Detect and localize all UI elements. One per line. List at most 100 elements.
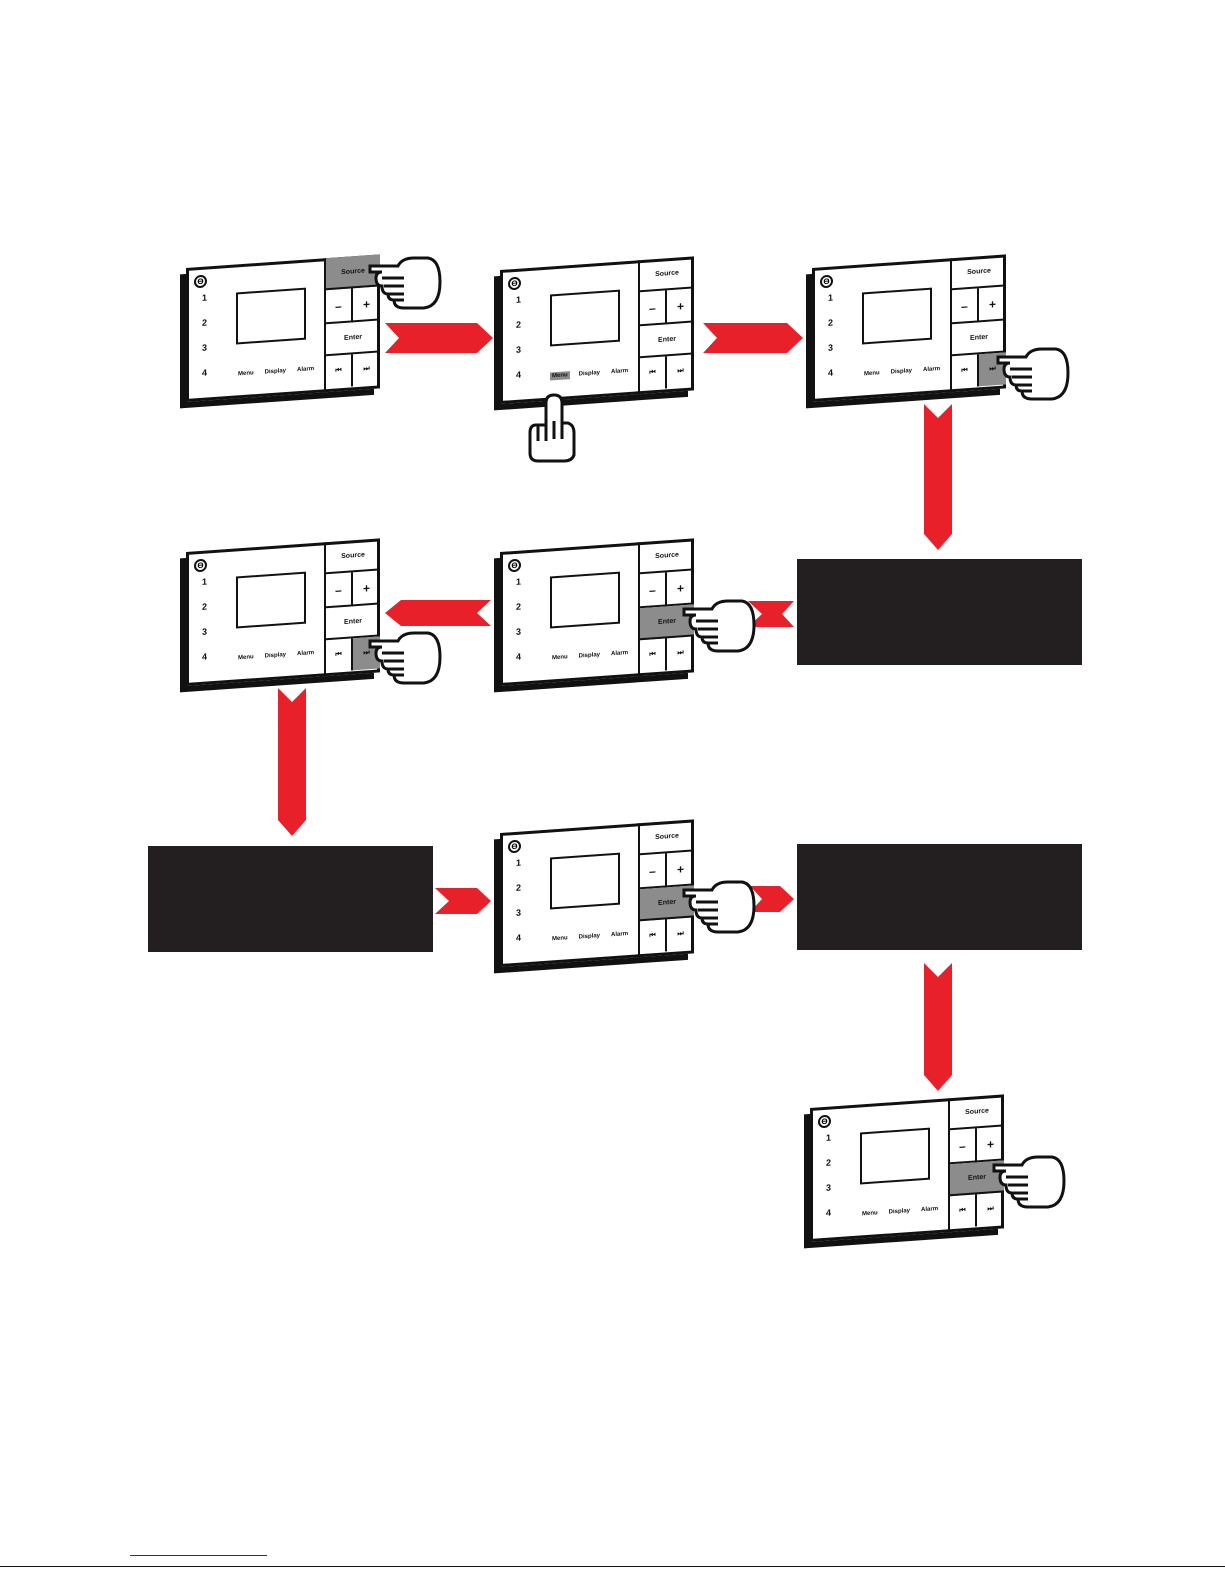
arrow-left-2 — [385, 600, 491, 626]
display-screen — [862, 287, 932, 345]
enter-button[interactable]: Enter — [326, 320, 380, 357]
previous-track-button[interactable]: ⏮ — [640, 638, 667, 673]
alarm-button[interactable]: Alarm — [297, 366, 315, 374]
minus-button[interactable]: – — [950, 1128, 977, 1165]
instruction-box-3 — [797, 844, 1082, 950]
preset-2[interactable]: 2 — [516, 319, 522, 330]
previous-track-button[interactable]: ⏮ — [326, 354, 353, 389]
radio-panel-step-1: ϴ 1 2 3 4 Menu Display Alarm Source – + … — [186, 254, 380, 402]
minus-button[interactable]: – — [326, 288, 353, 325]
preset-4[interactable]: 4 — [516, 369, 522, 380]
preset-2[interactable]: 2 — [828, 317, 834, 328]
menu-button[interactable]: Menu — [238, 654, 254, 662]
alarm-button[interactable]: Alarm — [921, 1206, 939, 1214]
menu-button[interactable]: Menu — [552, 654, 568, 662]
arrow-right-1 — [385, 323, 493, 353]
preset-3[interactable]: 3 — [516, 626, 522, 637]
preset-list: 1 2 3 4 — [516, 576, 530, 677]
menu-button[interactable]: Menu — [238, 370, 254, 378]
radio-panel-step-7: ϴ 1 2 3 4 Menu Display Alarm Source – + … — [810, 1094, 1004, 1242]
preset-4[interactable]: 4 — [516, 651, 522, 662]
alarm-button[interactable]: Alarm — [611, 650, 629, 658]
preset-3[interactable]: 3 — [202, 626, 208, 637]
preset-3[interactable]: 3 — [516, 907, 522, 918]
preset-1[interactable]: 1 — [828, 292, 834, 303]
display-screen — [236, 287, 306, 345]
radio-panel-step-3: ϴ 1 2 3 4 Menu Display Alarm Source – + … — [812, 254, 1006, 402]
arrow-down-1 — [924, 404, 952, 550]
arrow-right-4 — [750, 886, 794, 912]
enter-button[interactable]: Enter — [640, 322, 694, 359]
preset-list: 1 2 3 4 — [516, 857, 530, 958]
display-screen — [236, 571, 306, 629]
arrow-down-3 — [924, 963, 952, 1091]
minus-button[interactable]: – — [952, 288, 979, 325]
control-column: Source – + Enter ⏮ ⏭ — [638, 256, 694, 395]
source-button[interactable]: Source — [640, 819, 694, 856]
alarm-button[interactable]: Alarm — [297, 650, 315, 658]
preset-4[interactable]: 4 — [516, 932, 522, 943]
preset-3[interactable]: 3 — [826, 1182, 832, 1193]
previous-track-button[interactable]: ⏮ — [952, 354, 979, 389]
pointing-hand-icon — [368, 631, 442, 685]
preset-4[interactable]: 4 — [202, 367, 208, 378]
preset-2[interactable]: 2 — [202, 601, 208, 612]
preset-4[interactable]: 4 — [828, 367, 834, 378]
footer-link-underline — [130, 1555, 267, 1556]
preset-4[interactable]: 4 — [202, 651, 208, 662]
alarm-button[interactable]: Alarm — [611, 368, 629, 376]
preset-1[interactable]: 1 — [826, 1132, 832, 1143]
preset-list: 1 2 3 4 — [828, 292, 842, 393]
previous-track-button[interactable]: ⏮ — [640, 919, 667, 954]
previous-track-button[interactable]: ⏮ — [640, 356, 667, 391]
arrow-right-2 — [703, 323, 803, 353]
preset-3[interactable]: 3 — [828, 342, 834, 353]
preset-4[interactable]: 4 — [826, 1207, 832, 1218]
preset-3[interactable]: 3 — [516, 344, 522, 355]
source-button[interactable]: Source — [640, 256, 694, 293]
pointing-hand-icon — [368, 256, 442, 310]
plus-button[interactable]: + — [353, 570, 380, 607]
menu-button[interactable]: Menu — [862, 1210, 878, 1218]
preset-list: 1 2 3 4 — [516, 294, 530, 395]
preset-1[interactable]: 1 — [516, 576, 522, 587]
preset-1[interactable]: 1 — [202, 292, 208, 303]
minus-button[interactable]: – — [640, 572, 667, 609]
next-track-button[interactable]: ⏭ — [677, 367, 684, 375]
menu-button[interactable]: Menu — [864, 370, 880, 378]
preset-2[interactable]: 2 — [516, 601, 522, 612]
preset-list: 1 2 3 4 — [826, 1132, 840, 1233]
next-track-button[interactable]: ⏭ — [363, 365, 370, 373]
plus-button[interactable]: + — [667, 288, 694, 325]
pointing-hand-icon — [996, 347, 1070, 401]
preset-2[interactable]: 2 — [826, 1157, 832, 1168]
preset-1[interactable]: 1 — [516, 294, 522, 305]
display-screen — [550, 289, 620, 347]
alarm-button[interactable]: Alarm — [611, 931, 629, 939]
alarm-button[interactable]: Alarm — [923, 366, 941, 374]
previous-track-button[interactable]: ⏮ — [950, 1194, 977, 1229]
source-button[interactable]: Source — [326, 538, 380, 575]
preset-1[interactable]: 1 — [202, 576, 208, 587]
arrow-down-2 — [278, 688, 306, 836]
display-screen — [550, 852, 620, 910]
preset-3[interactable]: 3 — [202, 342, 208, 353]
source-button[interactable]: Source — [950, 1094, 1004, 1131]
plus-button[interactable]: + — [979, 286, 1006, 323]
menu-button[interactable]: Menu — [552, 935, 568, 943]
instruction-box-2 — [148, 846, 433, 952]
preset-1[interactable]: 1 — [516, 857, 522, 868]
previous-track-button[interactable]: ⏮ — [326, 638, 353, 673]
minus-button[interactable]: – — [640, 290, 667, 327]
source-button[interactable]: Source — [640, 538, 694, 575]
source-button[interactable]: Source — [952, 254, 1006, 291]
display-screen — [550, 571, 620, 629]
pointing-hand-icon — [682, 880, 756, 934]
preset-2[interactable]: 2 — [202, 317, 208, 328]
preset-2[interactable]: 2 — [516, 882, 522, 893]
menu-button[interactable]: Menu — [550, 371, 570, 381]
minus-button[interactable]: – — [640, 853, 667, 890]
minus-button[interactable]: – — [326, 572, 353, 609]
preset-list: 1 2 3 4 — [202, 576, 216, 677]
arrow-left-1 — [748, 601, 794, 627]
